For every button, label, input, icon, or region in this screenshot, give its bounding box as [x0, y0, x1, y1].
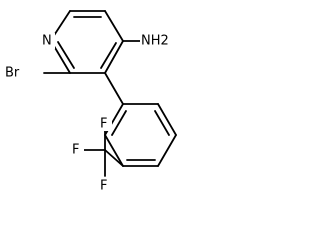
bond-b2-b3 [157, 103, 177, 136]
double-bond-c6-n [57, 41, 75, 69]
atom-bromine: Br [5, 66, 20, 81]
atom-fluorine-top: F [100, 117, 107, 132]
benzene-ring [104, 103, 177, 167]
atom-fluorine-left: F [72, 143, 79, 158]
pyridine-ring [50, 10, 124, 74]
bond-c4-c5 [104, 40, 124, 74]
atom-fluorine-bottom: F [100, 179, 107, 194]
bond-c3-c4 [104, 10, 124, 42]
bond-b5-b6 [104, 134, 124, 167]
atom-amine: NH2 [141, 34, 169, 49]
double-bond-c4-c5 [100, 42, 117, 69]
bond-c5-aryl [104, 72, 124, 105]
double-bond-b2-b3 [154, 110, 170, 136]
double-bond-b6-b1 [111, 110, 127, 136]
chemical-structure: N NH2 Br F F F [4, 10, 177, 194]
bond-b3-b4 [157, 134, 177, 167]
bond-b5-cf3 [104, 149, 124, 167]
atom-n-ring: N [42, 34, 52, 49]
